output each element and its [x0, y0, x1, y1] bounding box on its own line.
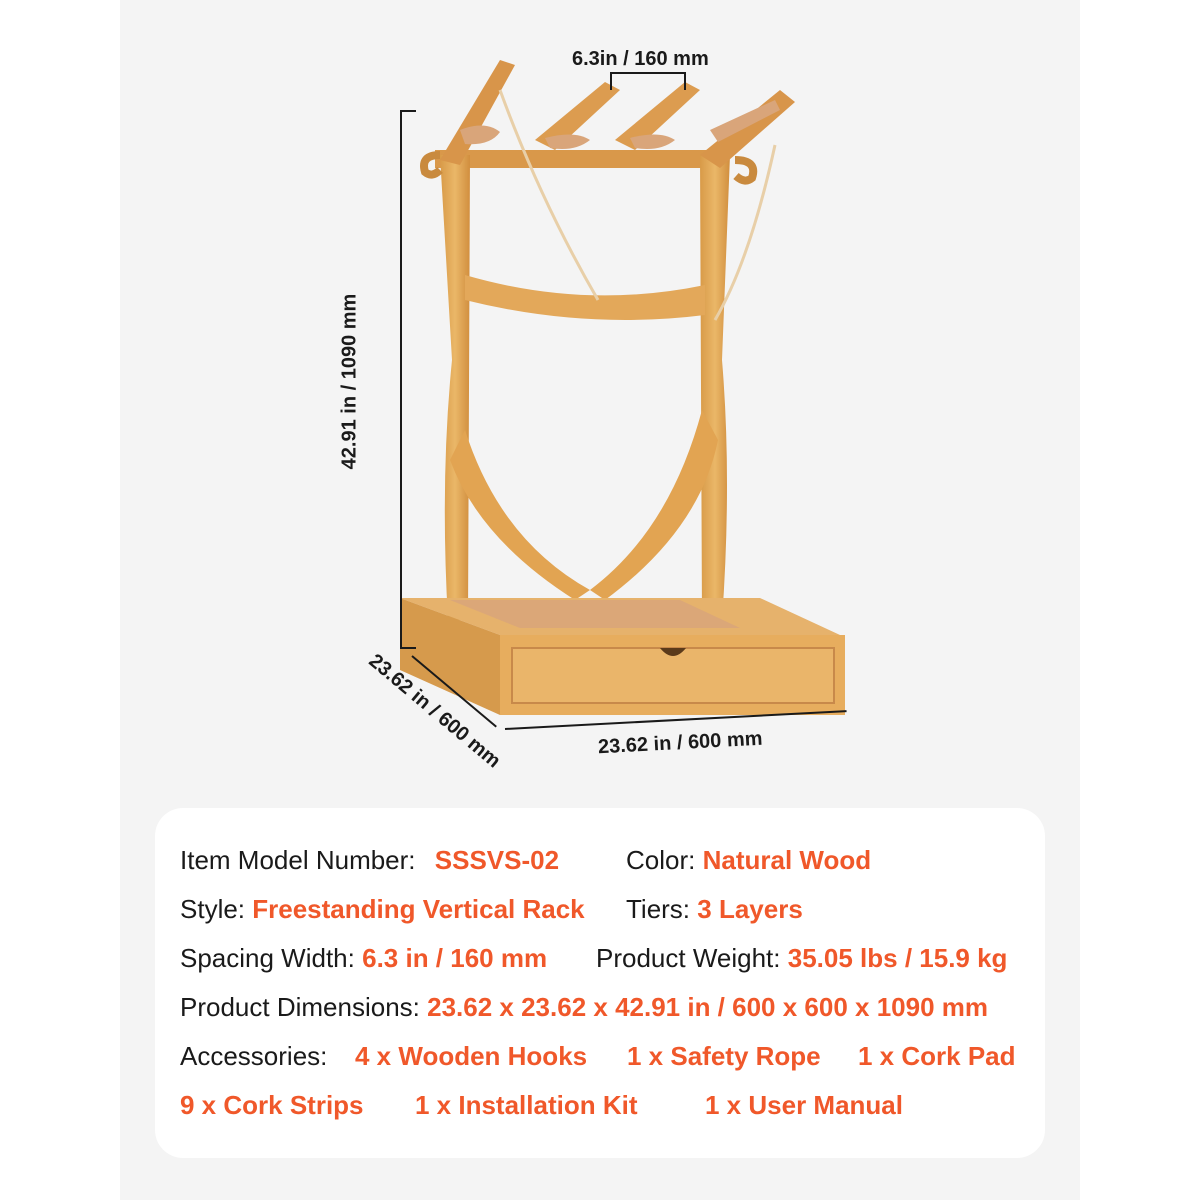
spec-tiers-label: Tiers:: [626, 894, 691, 924]
accessory-item: 1 x Safety Rope: [627, 1041, 821, 1071]
spec-spacing-value: 6.3 in / 160 mm: [362, 943, 548, 973]
spacing-dimension-label: 6.3in / 160 mm: [572, 48, 709, 70]
vertical-rack-illustration: [400, 60, 845, 715]
spec-style: Style: Freestanding Vertical Rack: [180, 894, 585, 924]
spec-color: Color: Natural Wood: [626, 845, 871, 875]
accessory-item: 1 x User Manual: [705, 1090, 903, 1120]
accessory-item: 1 x Cork Pad: [858, 1041, 1016, 1071]
height-tick-bottom: [400, 647, 416, 649]
spacing-dimension-line: [610, 72, 686, 74]
spec-weight-label: Product Weight:: [596, 943, 781, 973]
spec-model: Item Model Number: SSSVS-02: [180, 845, 559, 875]
spec-model-label: Item Model Number:: [180, 845, 416, 875]
spec-tiers-value: 3 Layers: [697, 894, 803, 924]
spec-dimensions-value: 23.62 x 23.62 x 42.91 in / 600 x 600 x 1…: [427, 992, 989, 1022]
spec-accessories: Accessories:: [180, 1041, 327, 1071]
accessory-item: 4 x Wooden Hooks: [355, 1041, 588, 1071]
spec-model-value: SSSVS-02: [434, 845, 560, 875]
spec-tiers: Tiers: 3 Layers: [626, 894, 803, 924]
spec-color-label: Color:: [626, 845, 696, 875]
specifications-card: [155, 808, 1045, 1158]
height-tick-top: [400, 110, 416, 112]
accessory-item: 9 x Cork Strips: [180, 1090, 364, 1120]
height-dimension-label: 42.91 in / 1090 mm: [338, 293, 361, 470]
spec-color-value: Natural Wood: [702, 845, 872, 875]
spacing-tick-left: [610, 72, 612, 90]
spacing-tick-right: [684, 72, 686, 90]
spec-dimensions-label: Product Dimensions:: [180, 992, 420, 1022]
spec-weight: Product Weight: 35.05 lbs / 15.9 kg: [596, 943, 1007, 973]
height-dimension-line: [400, 110, 402, 648]
spec-style-label: Style:: [180, 894, 246, 924]
accessory-item: 1 x Installation Kit: [415, 1090, 638, 1120]
spec-dimensions: Product Dimensions: 23.62 x 23.62 x 42.9…: [180, 992, 988, 1022]
spec-style-value: Freestanding Vertical Rack: [252, 894, 585, 924]
spec-spacing-label: Spacing Width:: [180, 943, 355, 973]
spec-weight-value: 35.05 lbs / 15.9 kg: [787, 943, 1008, 973]
spec-accessories-label: Accessories:: [180, 1041, 328, 1071]
spec-spacing: Spacing Width: 6.3 in / 160 mm: [180, 943, 547, 973]
